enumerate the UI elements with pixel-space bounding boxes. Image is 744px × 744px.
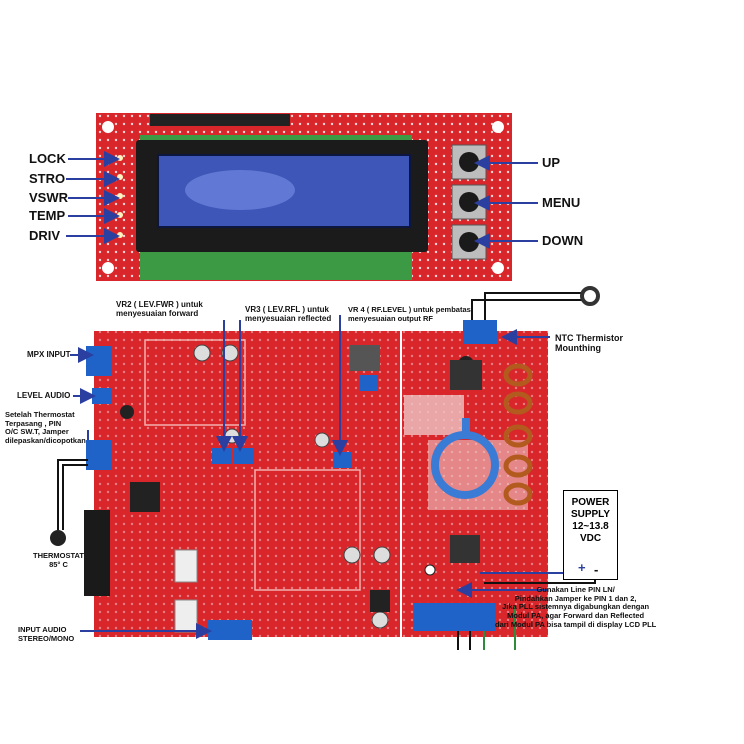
vr3-trimmer bbox=[234, 448, 254, 464]
pll-note: Gunakan Line PIN LN/ Pindahkan Jamper ke… bbox=[495, 585, 657, 629]
pll-board bbox=[50, 331, 400, 640]
label-lock: LOCK bbox=[29, 151, 66, 166]
power-supply-box: POWER SUPPLY 12~13.8 VDC bbox=[563, 490, 618, 580]
thermostat-label: THERMOSTAT 85° C bbox=[33, 551, 84, 569]
shield-can bbox=[350, 345, 380, 371]
plus-sign: + bbox=[578, 560, 586, 575]
ntc-label: NTC Thermistor Mounthing bbox=[555, 333, 624, 354]
label-up: UP bbox=[542, 155, 561, 170]
label-stro: STRO bbox=[29, 171, 66, 186]
label-vswr: VSWR bbox=[29, 190, 68, 205]
vr3-callout: VR3 ( LEV.RFL ) untuk menyesuaian reflec… bbox=[245, 305, 332, 324]
thermostat-sensor bbox=[50, 530, 66, 546]
level-audio-trimmer bbox=[92, 388, 112, 404]
microcontroller-chip bbox=[130, 482, 160, 512]
thermostat-terminal bbox=[86, 440, 112, 470]
level-audio-label: LEVEL AUDIO bbox=[17, 391, 71, 400]
vr2-trimmer bbox=[212, 448, 232, 464]
regulator bbox=[450, 360, 482, 390]
lcd-header-pins bbox=[150, 114, 290, 126]
lcd-module bbox=[66, 113, 538, 281]
vr4-trimmer bbox=[334, 452, 352, 468]
minus-sign: - bbox=[594, 562, 599, 577]
rf-coils bbox=[503, 363, 533, 506]
vr4-callout: VR 4 ( RF.LEVEL ) untuk pembatas menyesu… bbox=[348, 305, 471, 323]
pa-output-terminal bbox=[414, 603, 496, 631]
label-driv: DRIV bbox=[29, 228, 61, 243]
idc-connector bbox=[84, 510, 110, 596]
ntc-terminal bbox=[463, 320, 497, 344]
power-supply-label: POWER SUPPLY 12~13.8 VDC bbox=[570, 497, 611, 544]
mpx-input-terminal bbox=[86, 346, 112, 376]
label-down: DOWN bbox=[542, 233, 584, 248]
mpx-input-label: MPX INPUT bbox=[27, 350, 71, 359]
ring-terminal bbox=[580, 286, 600, 306]
input-audio-label: INPUT AUDIO STEREO/MONO bbox=[18, 625, 75, 643]
label-menu: MENU bbox=[542, 195, 581, 210]
pa-board bbox=[402, 286, 600, 650]
vr2-callout: VR2 ( LEV.FWR ) untuk menyesuaian forwar… bbox=[116, 300, 203, 319]
callout-lines bbox=[70, 315, 550, 639]
audio-input-terminal bbox=[208, 620, 252, 640]
thermostat-note: Setelah Thermostat Terpasang , PIN O/C S… bbox=[5, 410, 86, 445]
label-temp: TEMP bbox=[29, 208, 66, 223]
